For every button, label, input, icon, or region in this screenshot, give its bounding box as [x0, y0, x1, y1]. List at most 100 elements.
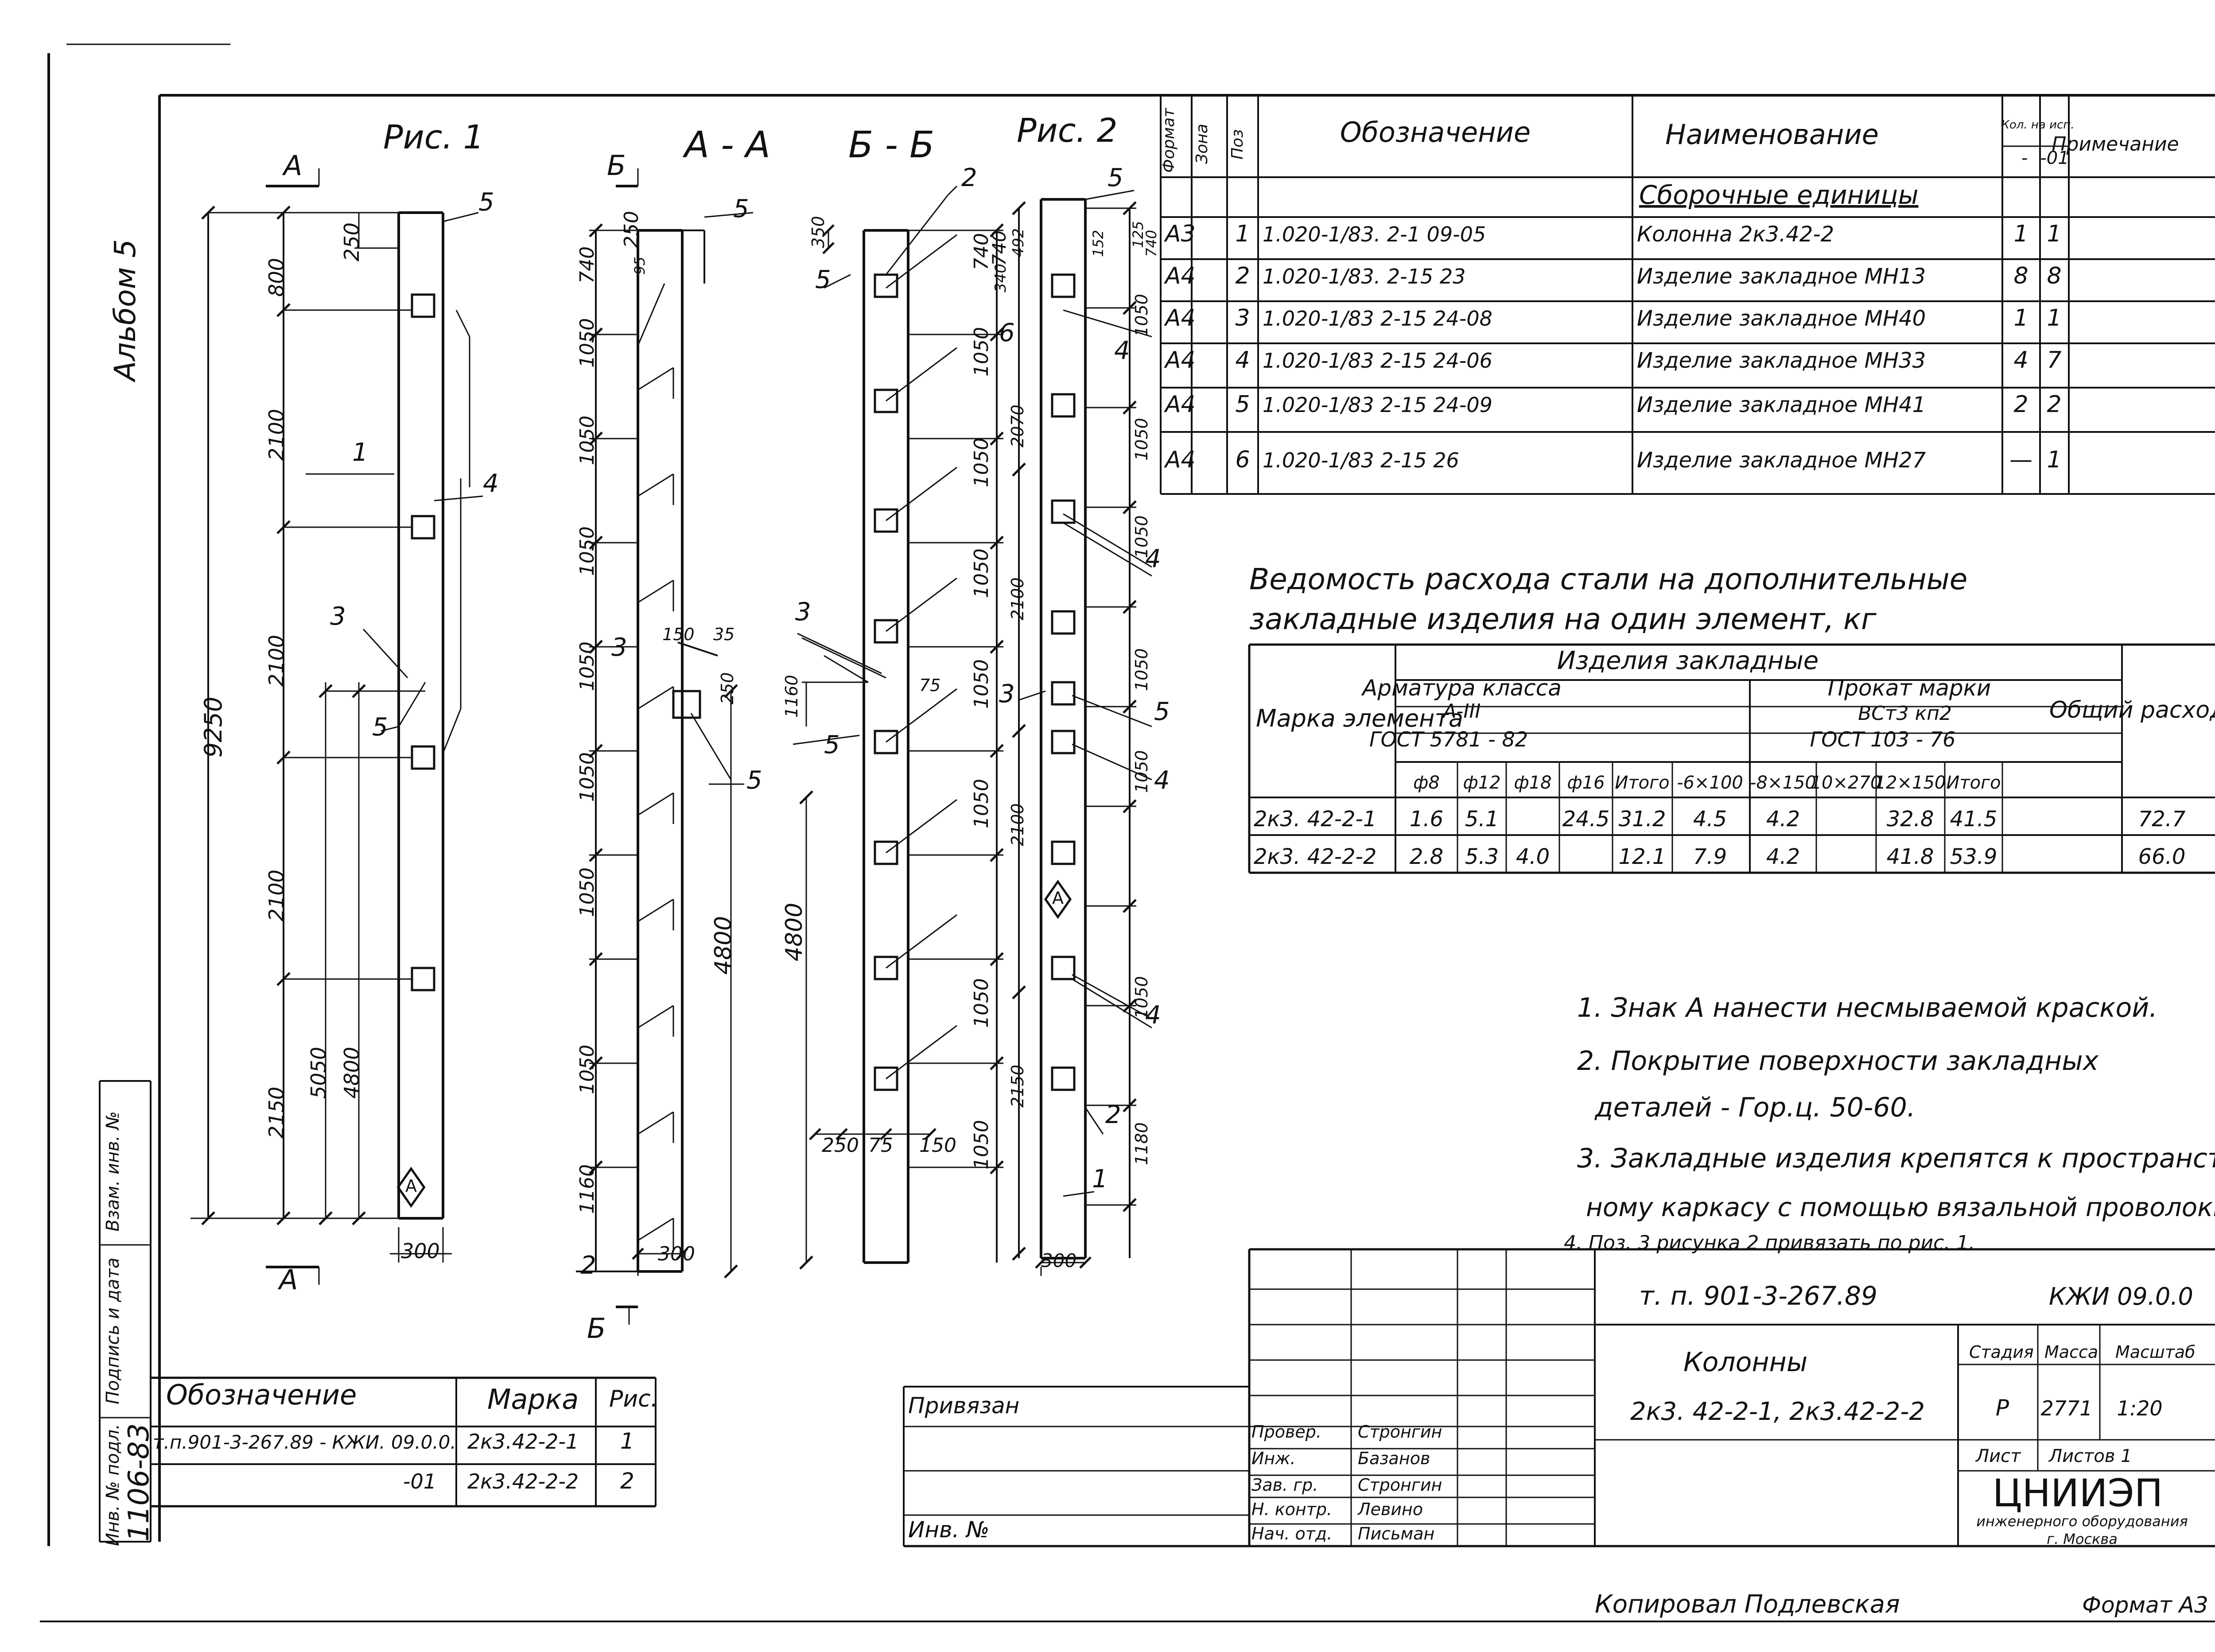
- tb-sheet: Лист: [1975, 1446, 2021, 1466]
- embedded-plate: [411, 967, 435, 991]
- dim-label: 1050: [970, 779, 993, 828]
- line: [886, 234, 957, 289]
- bb-dimensions: 350 740 1050 1050 1050 1050 1050 1050 10…: [781, 216, 993, 1170]
- line: [824, 274, 851, 289]
- dim-label: 1050: [576, 416, 598, 465]
- dim-tick: [1012, 463, 1026, 477]
- dim-label: 2070: [1008, 404, 1027, 447]
- callout: 5: [1108, 163, 1123, 192]
- steel-cell: 2.8: [1410, 844, 1443, 869]
- spec-cell-format: А4: [1164, 391, 1196, 418]
- spec-cell-name: Изделие закладное МН13: [1637, 264, 1926, 289]
- steel-h-rolled-grade: ВСт3 кп2: [1858, 702, 1952, 725]
- spec-header-format: Формат: [1160, 108, 1178, 173]
- tb-scale-label: Масштаб: [2115, 1342, 2196, 1362]
- dim-label: 740: [970, 233, 993, 270]
- steel-h-rolled-gost: ГОСТ 103 - 76: [1810, 727, 1956, 751]
- dim-label: 300: [401, 1239, 440, 1263]
- dim-label: 250: [718, 672, 737, 704]
- line: [637, 1005, 674, 1029]
- steel-cell: 4.5: [1693, 807, 1727, 832]
- spec-header-qty: Кол. на исп.: [2001, 118, 2074, 132]
- callout: 3: [330, 602, 346, 631]
- section-aa-title: А - А: [682, 124, 770, 166]
- strip-inv-number: 1106-83: [123, 1423, 155, 1542]
- dim-label: 1160: [576, 1164, 598, 1214]
- steel-col-header: 10×270: [1811, 773, 1882, 793]
- tb-mass-label: Масса: [2044, 1342, 2098, 1362]
- dim-tick: [1079, 1256, 1092, 1269]
- tb-name: Стронгин: [1358, 1422, 1442, 1442]
- steel-h-items: Изделия закладные: [1557, 646, 1819, 675]
- dim-label: 350: [808, 216, 828, 248]
- dim-tick: [724, 684, 738, 698]
- cut-b-bottom: Б: [587, 1312, 606, 1345]
- tb-code: КЖИ 09.0.0: [2049, 1283, 2193, 1310]
- dim-label: 9250: [199, 697, 227, 758]
- line: [797, 633, 882, 674]
- dim-tick: [835, 1128, 848, 1140]
- spec-cell-format: А4: [1164, 347, 1196, 373]
- spec-cell-qty: 1: [2013, 305, 2028, 331]
- fig1-dimensions: 250 800 2100 2100 2100 2150 9250 5050 48…: [199, 222, 440, 1263]
- cut-b-top: Б: [607, 149, 626, 182]
- line: [886, 914, 957, 969]
- line: [637, 367, 674, 391]
- steel-col-header: ф12: [1463, 773, 1500, 793]
- callout: 5: [746, 766, 762, 795]
- spec-cell-designation: 1.020-1/83 2-15 26: [1263, 448, 1459, 472]
- steel-title-1: Ведомость расхода стали на дополнительны…: [1249, 562, 1967, 596]
- dim-label: 1050: [1132, 648, 1151, 691]
- dim-label: 75: [919, 676, 940, 695]
- dim-tick: [799, 1256, 813, 1270]
- dim-label: 4800: [781, 903, 808, 961]
- line: [886, 1025, 957, 1080]
- spec-cell-qty01: 1: [2047, 305, 2061, 331]
- tb-title-2: 2к3. 42-2-1, 2к3.42-2-2: [1630, 1397, 1925, 1426]
- spec-cell-format: А4: [1164, 263, 1196, 289]
- embedded-plate: [1051, 1066, 1076, 1091]
- tb-project: т. п. 901-3-267.89: [1639, 1281, 1877, 1311]
- dim-label: 250: [340, 222, 364, 261]
- callout: 3: [611, 633, 627, 662]
- line: [442, 708, 462, 754]
- steel-cell: 4.0: [1516, 844, 1550, 869]
- line: [455, 310, 470, 337]
- tb-sheets: Листов 1: [2048, 1446, 2132, 1466]
- line: [1063, 513, 1152, 568]
- dim-label: 2100: [1008, 803, 1027, 846]
- steel-h-rebar-gost: ГОСТ 5781 - 82: [1369, 727, 1528, 751]
- line: [1063, 309, 1152, 338]
- steel-col-header: 12×150: [1875, 773, 1946, 793]
- dim-label: 152: [1090, 230, 1107, 257]
- callout: 1: [352, 438, 368, 467]
- callout: 5: [815, 265, 831, 294]
- tb-inv-no: Инв. №: [908, 1517, 989, 1543]
- spec-cell-qty01: 1: [2047, 221, 2061, 247]
- dim-tick: [1012, 1247, 1026, 1261]
- line: [886, 577, 957, 632]
- tb-org-2: инженерного оборудования: [1976, 1513, 2188, 1530]
- line: [801, 637, 886, 679]
- line: [677, 641, 718, 657]
- line: [947, 185, 958, 196]
- line: [637, 898, 674, 922]
- line: [885, 194, 949, 275]
- dim-label: 300: [658, 1243, 695, 1265]
- line: [637, 473, 674, 497]
- dim-label: 2150: [264, 1087, 288, 1139]
- dim-label: 2100: [264, 635, 288, 687]
- spec-cell-format: А3: [1164, 221, 1196, 247]
- spec-header-zone: Зона: [1193, 124, 1211, 164]
- line: [637, 792, 674, 816]
- footer-copied: Копировал Подлевская: [1595, 1590, 1900, 1619]
- dim-label: 250: [822, 1134, 859, 1157]
- dim-label: 125: [1130, 221, 1146, 248]
- spec-cell-qty01: 8: [2047, 263, 2061, 289]
- spec-cell-format: А4: [1164, 305, 1196, 331]
- dim-label: 300: [1041, 1250, 1076, 1271]
- note-line: 4. Поз. 3 рисунка 2 привязать по рис. 1.: [1564, 1232, 1975, 1254]
- steel-h-rebar-class: А-III: [1442, 700, 1481, 723]
- callout: 5: [372, 713, 388, 742]
- tb-role: Инж.: [1251, 1449, 1296, 1468]
